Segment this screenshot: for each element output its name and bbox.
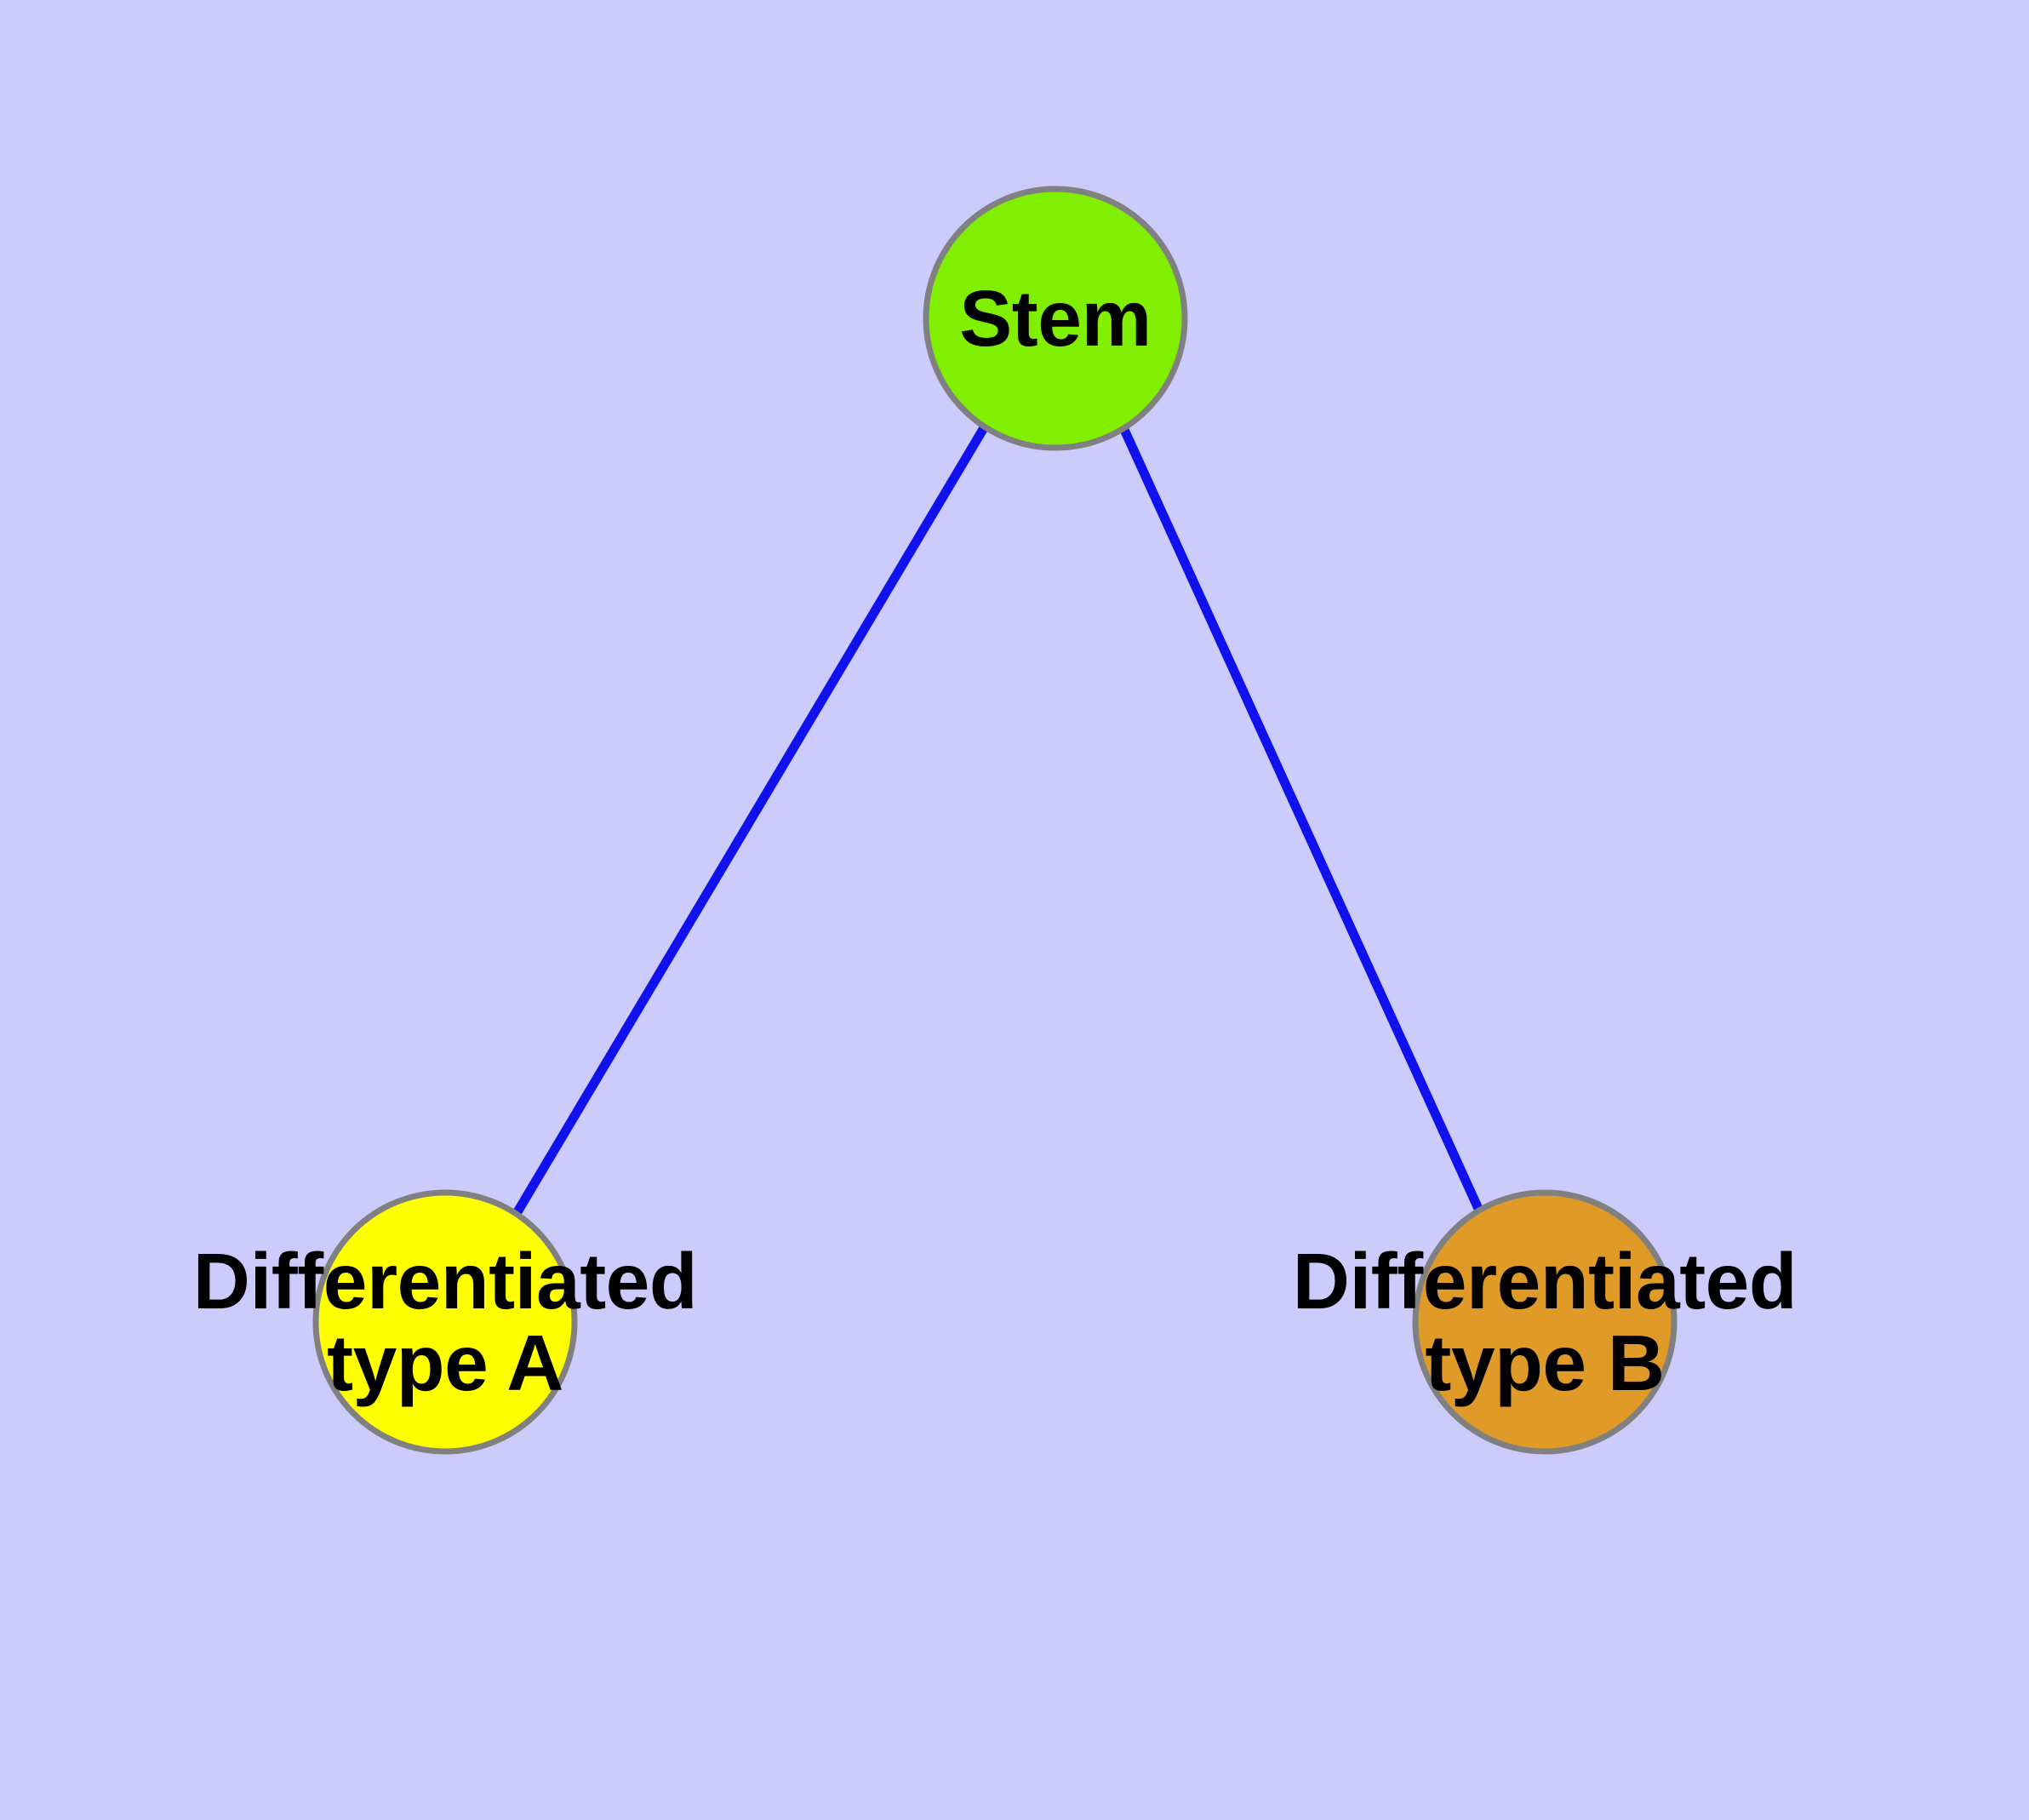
edge-layer [512,421,1484,1217]
node-differentiated-type-a[interactable] [312,1189,578,1455]
edge-stem-to-type-a[interactable] [512,424,989,1217]
node-stem[interactable] [923,186,1188,451]
edge-stem-to-type-b[interactable] [1117,421,1484,1213]
node-differentiated-type-b[interactable] [1412,1189,1677,1455]
node-layer [312,186,1677,1455]
